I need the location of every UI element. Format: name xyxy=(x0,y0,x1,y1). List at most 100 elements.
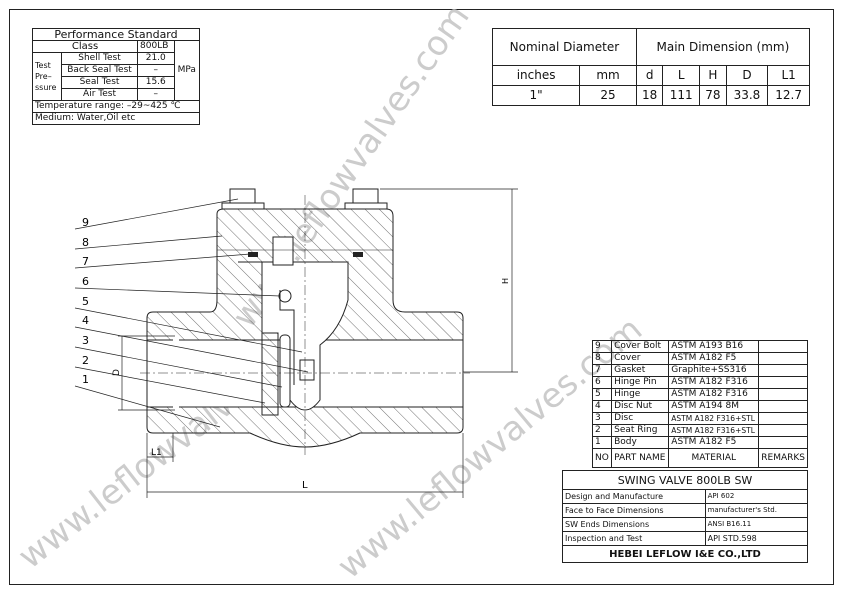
table-cell xyxy=(758,352,808,365)
dim-L-label: L xyxy=(302,480,308,491)
table-cell: inches xyxy=(491,65,581,86)
table-cell: Design and Manufacture xyxy=(562,489,706,504)
table-cell: 4 xyxy=(591,400,613,413)
table-cell: D xyxy=(725,65,769,86)
table-cell: 9 xyxy=(591,340,613,353)
table-cell: SWING VALVE 800LB SW xyxy=(562,470,808,490)
table-cell: MATERIAL xyxy=(668,448,760,468)
dim-L1-label: L1 xyxy=(151,448,162,458)
table-cell: 3 xyxy=(591,412,613,425)
table-cell: ASTM A182 F316+STL xyxy=(668,412,760,425)
table-cell: Medium: Water,Oil etc xyxy=(32,112,200,125)
table-cell: Cover xyxy=(611,352,670,365)
table-cell: 8 xyxy=(591,352,613,365)
table-cell: Body xyxy=(611,436,670,449)
table-cell: ASTM A182 F5 xyxy=(668,436,760,449)
table-cell: Hinge xyxy=(611,388,670,401)
dim-H-label: H xyxy=(501,278,510,284)
table-cell: Seat Ring xyxy=(611,424,670,437)
table-cell: Performance Standard xyxy=(32,28,200,41)
dim-D-label: D xyxy=(112,369,122,376)
table-cell: Back Seal Test xyxy=(60,64,139,77)
table-cell: 4 xyxy=(82,314,89,327)
table-cell: ASTM A194 8M xyxy=(668,400,760,413)
table-cell: L1 xyxy=(767,65,810,86)
table-cell: 6 xyxy=(82,275,89,288)
callout-numbers: 98 76 54 32 1 xyxy=(82,216,89,386)
table-cell: API STD.598 xyxy=(704,531,809,546)
table-row: Back Seal Test– xyxy=(33,64,200,77)
table-cell: 21.0 xyxy=(137,52,175,65)
table-cell: Inspection and Test xyxy=(562,531,706,546)
table-cell: ASTM A182 F316 xyxy=(668,376,760,389)
table-cell xyxy=(758,436,808,449)
table-cell: 2 xyxy=(591,424,613,437)
table-cell: – xyxy=(137,64,175,77)
table-cell: 18 xyxy=(635,85,664,106)
table-row: Performance Standard xyxy=(32,28,200,41)
table-cell: 15.6 xyxy=(137,76,175,89)
table-cell: mm xyxy=(579,65,637,86)
table-cell: 3 xyxy=(82,334,89,347)
table-cell: API 602 xyxy=(704,489,809,504)
table-cell: Graphite+SS316 xyxy=(668,364,760,377)
table-cell: L xyxy=(662,65,701,86)
table-cell: Cover Bolt xyxy=(611,340,670,353)
table-cell: Shell Test xyxy=(60,52,139,65)
table-row: SWING VALVE 800LB SW xyxy=(562,470,808,490)
sheet-border xyxy=(9,9,834,585)
table-cell xyxy=(758,400,808,413)
table-cell: Gasket xyxy=(611,364,670,377)
table-cell: 33.8 xyxy=(725,85,769,106)
table-cell: Nominal Diameter xyxy=(492,28,637,66)
table-cell xyxy=(758,424,808,437)
table-cell: ANSI B16.11 xyxy=(704,517,809,532)
table-cell: 5 xyxy=(591,388,613,401)
table-cell: manufacturer's Std. xyxy=(704,503,809,518)
table-cell: 8 xyxy=(82,236,89,249)
table-cell: 1 xyxy=(591,436,613,449)
table-cell: Air Test xyxy=(60,88,139,101)
table-cell: REMARKS xyxy=(758,448,808,468)
table-cell: 12.7 xyxy=(767,85,810,106)
table-row: Temperature range: –29~425 ℃ xyxy=(32,100,200,113)
table-cell: 9 xyxy=(82,216,89,229)
table-cell: 2 xyxy=(82,354,89,367)
table-cell: 1" xyxy=(491,85,581,106)
table-cell: 78 xyxy=(699,85,727,106)
table-cell: Face to Face Dimensions xyxy=(562,503,706,518)
table-row: Medium: Water,Oil etc xyxy=(32,112,200,125)
table-cell: Class xyxy=(31,40,139,53)
table-row: HEBEI LEFLOW I&E CO.,LTD xyxy=(562,545,808,563)
table-cell xyxy=(758,364,808,377)
company-name: HEBEI LEFLOW I&E CO.,LTD xyxy=(562,545,808,563)
table-cell: Disc Nut xyxy=(611,400,670,413)
table-cell: 6 xyxy=(591,376,613,389)
table-cell: ASTM A182 F316 xyxy=(668,388,760,401)
table-cell: PART NAME xyxy=(611,448,670,468)
table-cell: d xyxy=(635,65,664,86)
table-cell: 800LB xyxy=(137,40,175,53)
table-cell: Seal Test xyxy=(60,76,139,89)
table-cell: MPa xyxy=(173,40,200,101)
title-block: SWING VALVE 800LB SW Design and Manufact… xyxy=(562,470,809,563)
table-cell: 5 xyxy=(82,295,89,308)
table-cell: Main Dimension (mm) xyxy=(635,28,811,66)
